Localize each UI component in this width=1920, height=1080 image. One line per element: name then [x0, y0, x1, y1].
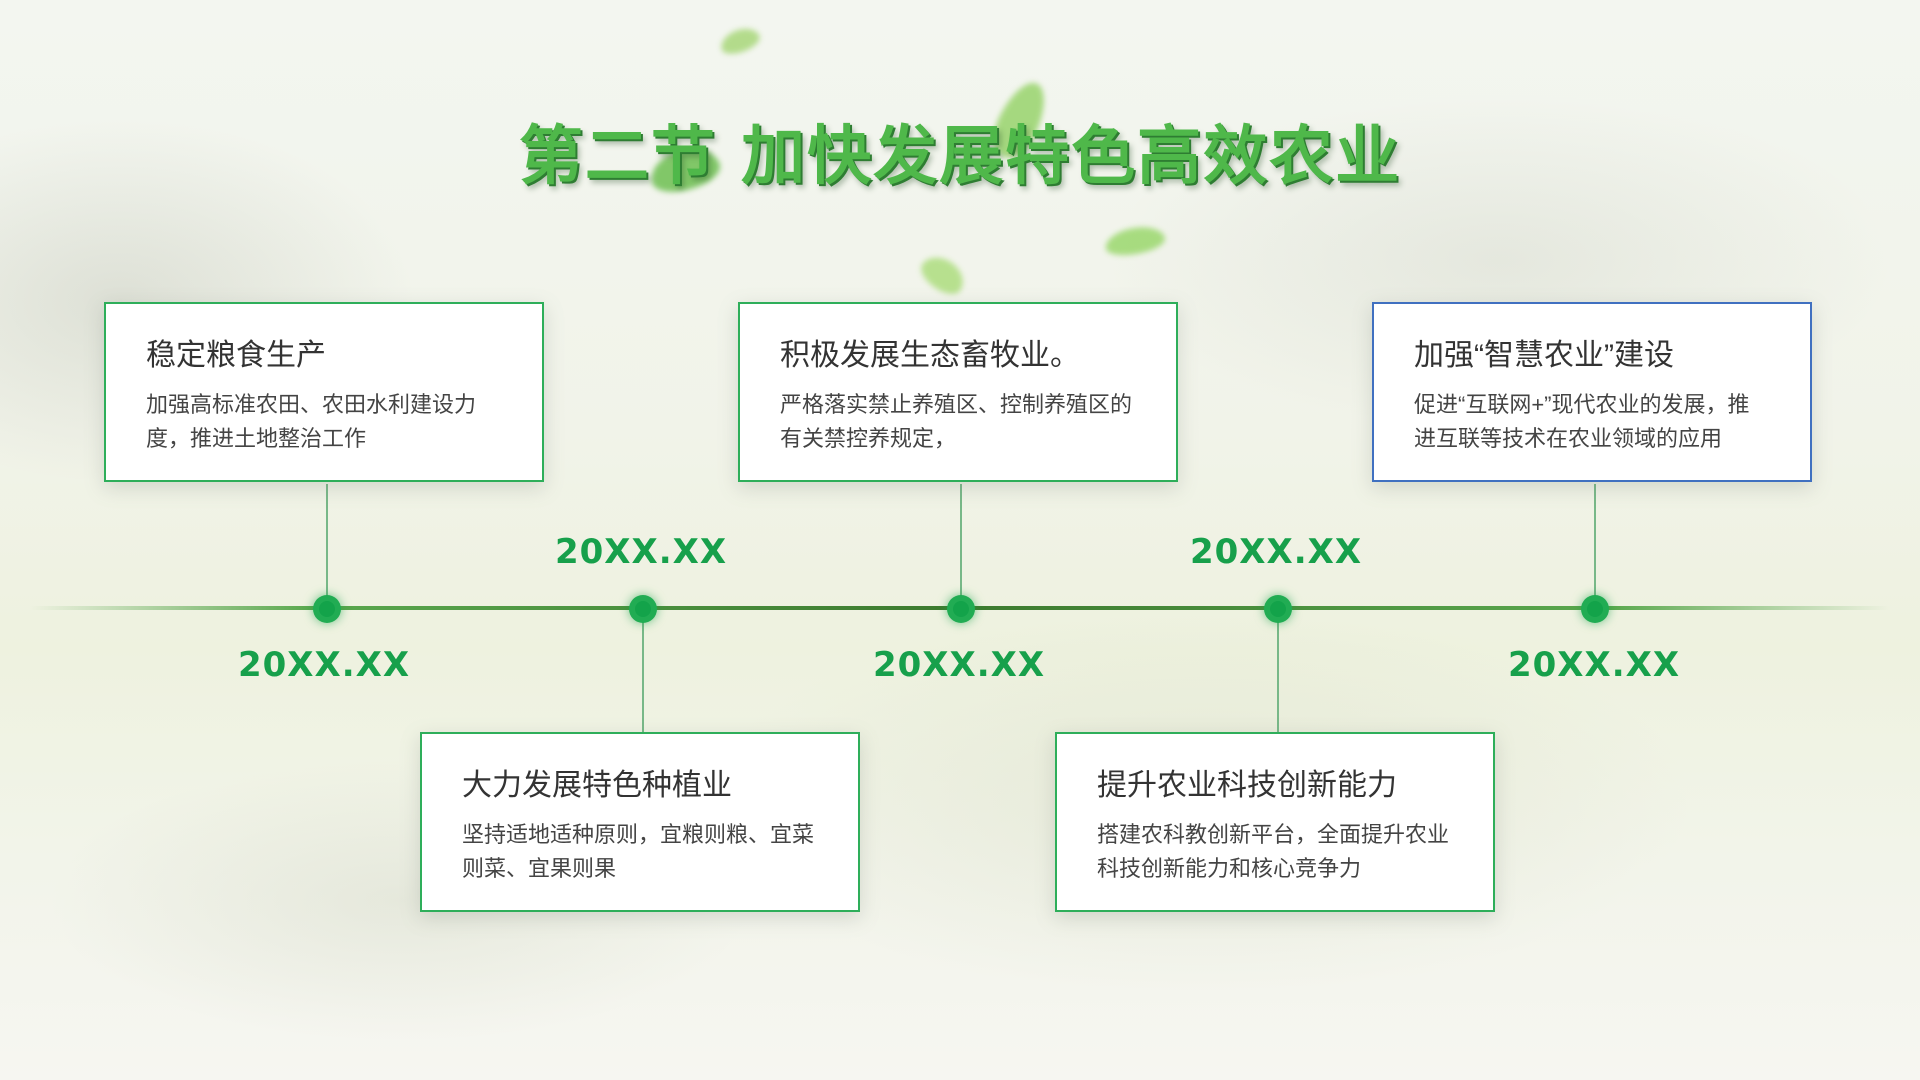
- timeline-date: 20XX.XX: [872, 645, 1046, 685]
- milestone-description: 促进“互联网+”现代农业的发展，推进互联等技术在农业领域的应用: [1414, 392, 1750, 451]
- milestone-description: 严格落实禁止养殖区、控制养殖区的有关禁控养规定，: [780, 392, 1133, 451]
- timeline-connector: [1594, 484, 1596, 602]
- leaf-decoration: [1103, 222, 1167, 260]
- milestone-title: 加强“智慧农业”建设: [1414, 339, 1674, 372]
- timeline-node: [313, 595, 341, 623]
- leaf-decoration: [717, 23, 763, 59]
- timeline-node: [1581, 595, 1609, 623]
- timeline-date: 20XX.XX: [237, 645, 411, 685]
- milestone-title: 积极发展生态畜牧业。: [780, 339, 1080, 372]
- milestone-description: 搭建农科教创新平台，全面提升农业科技创新能力和核心竞争力: [1097, 822, 1450, 881]
- milestone-title: 稳定粮食生产: [146, 339, 326, 372]
- milestone-title: 提升农业科技创新能力: [1097, 769, 1397, 802]
- timeline-node: [629, 595, 657, 623]
- milestone-card: 大力发展特色种植业 坚持适地适种原则，宜粮则粮、宜菜则菜、宜果则果: [420, 732, 860, 912]
- timeline-date: 20XX.XX: [1189, 532, 1363, 572]
- milestone-card: 提升农业科技创新能力 搭建农科教创新平台，全面提升农业科技创新能力和核心竞争力: [1055, 732, 1495, 912]
- timeline-connector: [326, 484, 328, 602]
- timeline-node: [947, 595, 975, 623]
- timeline-date: 20XX.XX: [1507, 645, 1681, 685]
- timeline-connector: [960, 484, 962, 602]
- milestone-description: 坚持适地适种原则，宜粮则粮、宜菜则菜、宜果则果: [462, 822, 815, 881]
- timeline-connector: [1277, 616, 1279, 732]
- milestone-card: 稳定粮食生产 加强高标准农田、农田水利建设力度，推进土地整治工作: [104, 302, 544, 482]
- milestone-card: 积极发展生态畜牧业。 严格落实禁止养殖区、控制养殖区的有关禁控养规定，: [738, 302, 1178, 482]
- timeline-date: 20XX.XX: [554, 532, 728, 572]
- milestone-title: 大力发展特色种植业: [462, 769, 732, 802]
- leaf-decoration: [915, 249, 971, 301]
- milestone-description: 加强高标准农田、农田水利建设力度，推进土地整治工作: [146, 392, 477, 451]
- timeline-node: [1264, 595, 1292, 623]
- timeline-connector: [642, 616, 644, 732]
- milestone-card: 加强“智慧农业”建设 促进“互联网+”现代农业的发展，推进互联等技术在农业领域的…: [1372, 302, 1812, 482]
- page-title: 第二节 加快发展特色高效农业: [518, 119, 1402, 194]
